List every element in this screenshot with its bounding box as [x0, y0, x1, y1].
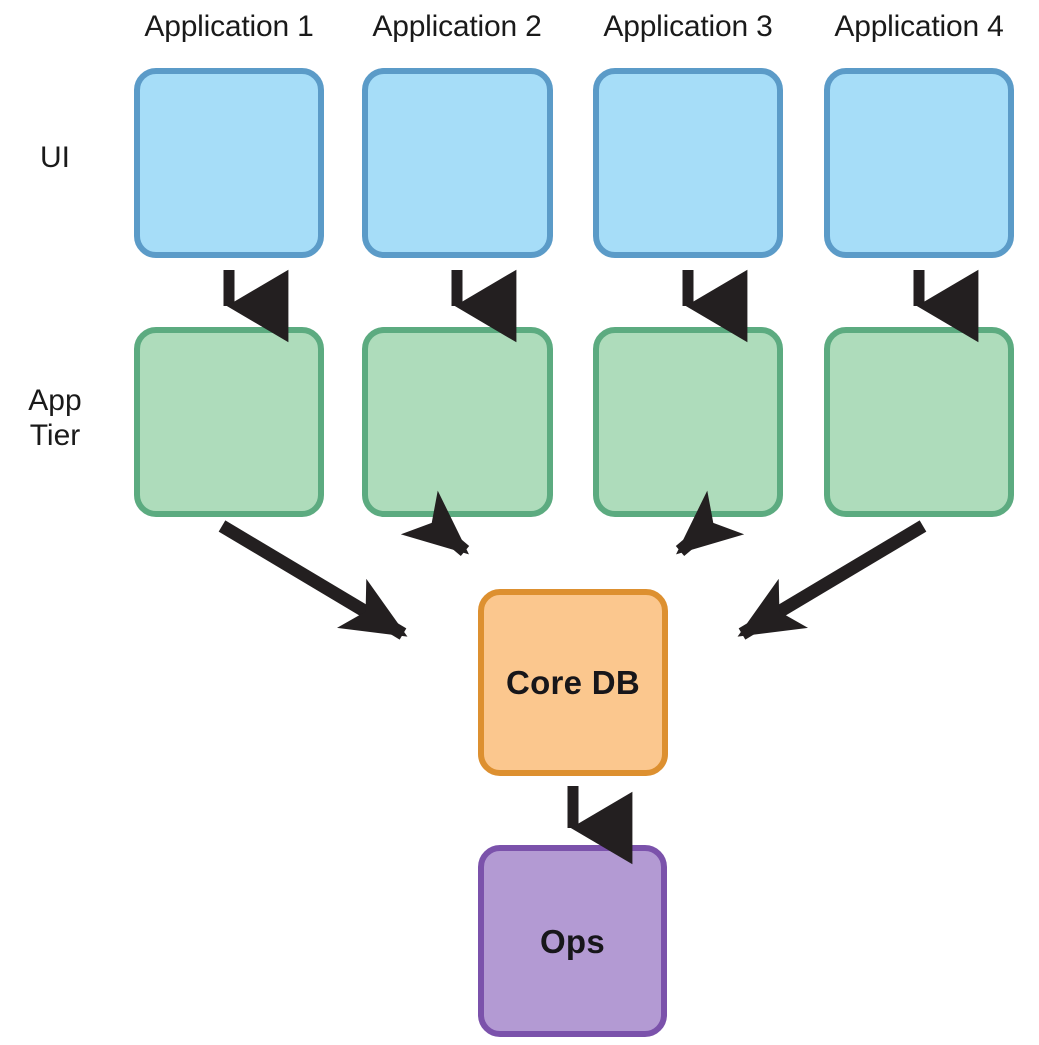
node-core-db[interactable]: Core DB	[478, 589, 668, 776]
node-ui-application-1[interactable]	[134, 68, 324, 258]
arrow-app4-to-coredb	[737, 520, 927, 640]
node-ui-application-2[interactable]	[362, 68, 553, 258]
column-title-application-3: Application 3	[603, 10, 773, 43]
arrow-app3-to-coredb	[675, 490, 745, 556]
node-app-tier-application-1[interactable]	[134, 327, 324, 517]
arrow-app1-to-coredb	[218, 520, 408, 640]
row-label-app-tier-line1: App	[28, 384, 82, 417]
node-ops-label: Ops	[539, 922, 606, 960]
node-ui-application-3[interactable]	[593, 68, 783, 258]
node-app-tier-application-4[interactable]	[824, 327, 1014, 517]
arrow-app2-to-coredb	[400, 490, 470, 556]
row-label-ui: UI	[40, 141, 70, 174]
column-title-application-2: Application 2	[372, 10, 542, 43]
node-ops[interactable]: Ops	[478, 845, 667, 1037]
node-app-tier-application-2[interactable]	[362, 327, 553, 517]
row-label-app-tier: App Tier	[5, 383, 105, 454]
column-title-application-4: Application 4	[834, 10, 1004, 43]
column-title-application-1: Application 1	[144, 10, 314, 43]
node-app-tier-application-3[interactable]	[593, 327, 783, 517]
node-core-db-label: Core DB	[505, 664, 641, 701]
row-label-app-tier-line2: Tier	[29, 419, 81, 453]
node-ui-application-4[interactable]	[824, 68, 1014, 258]
